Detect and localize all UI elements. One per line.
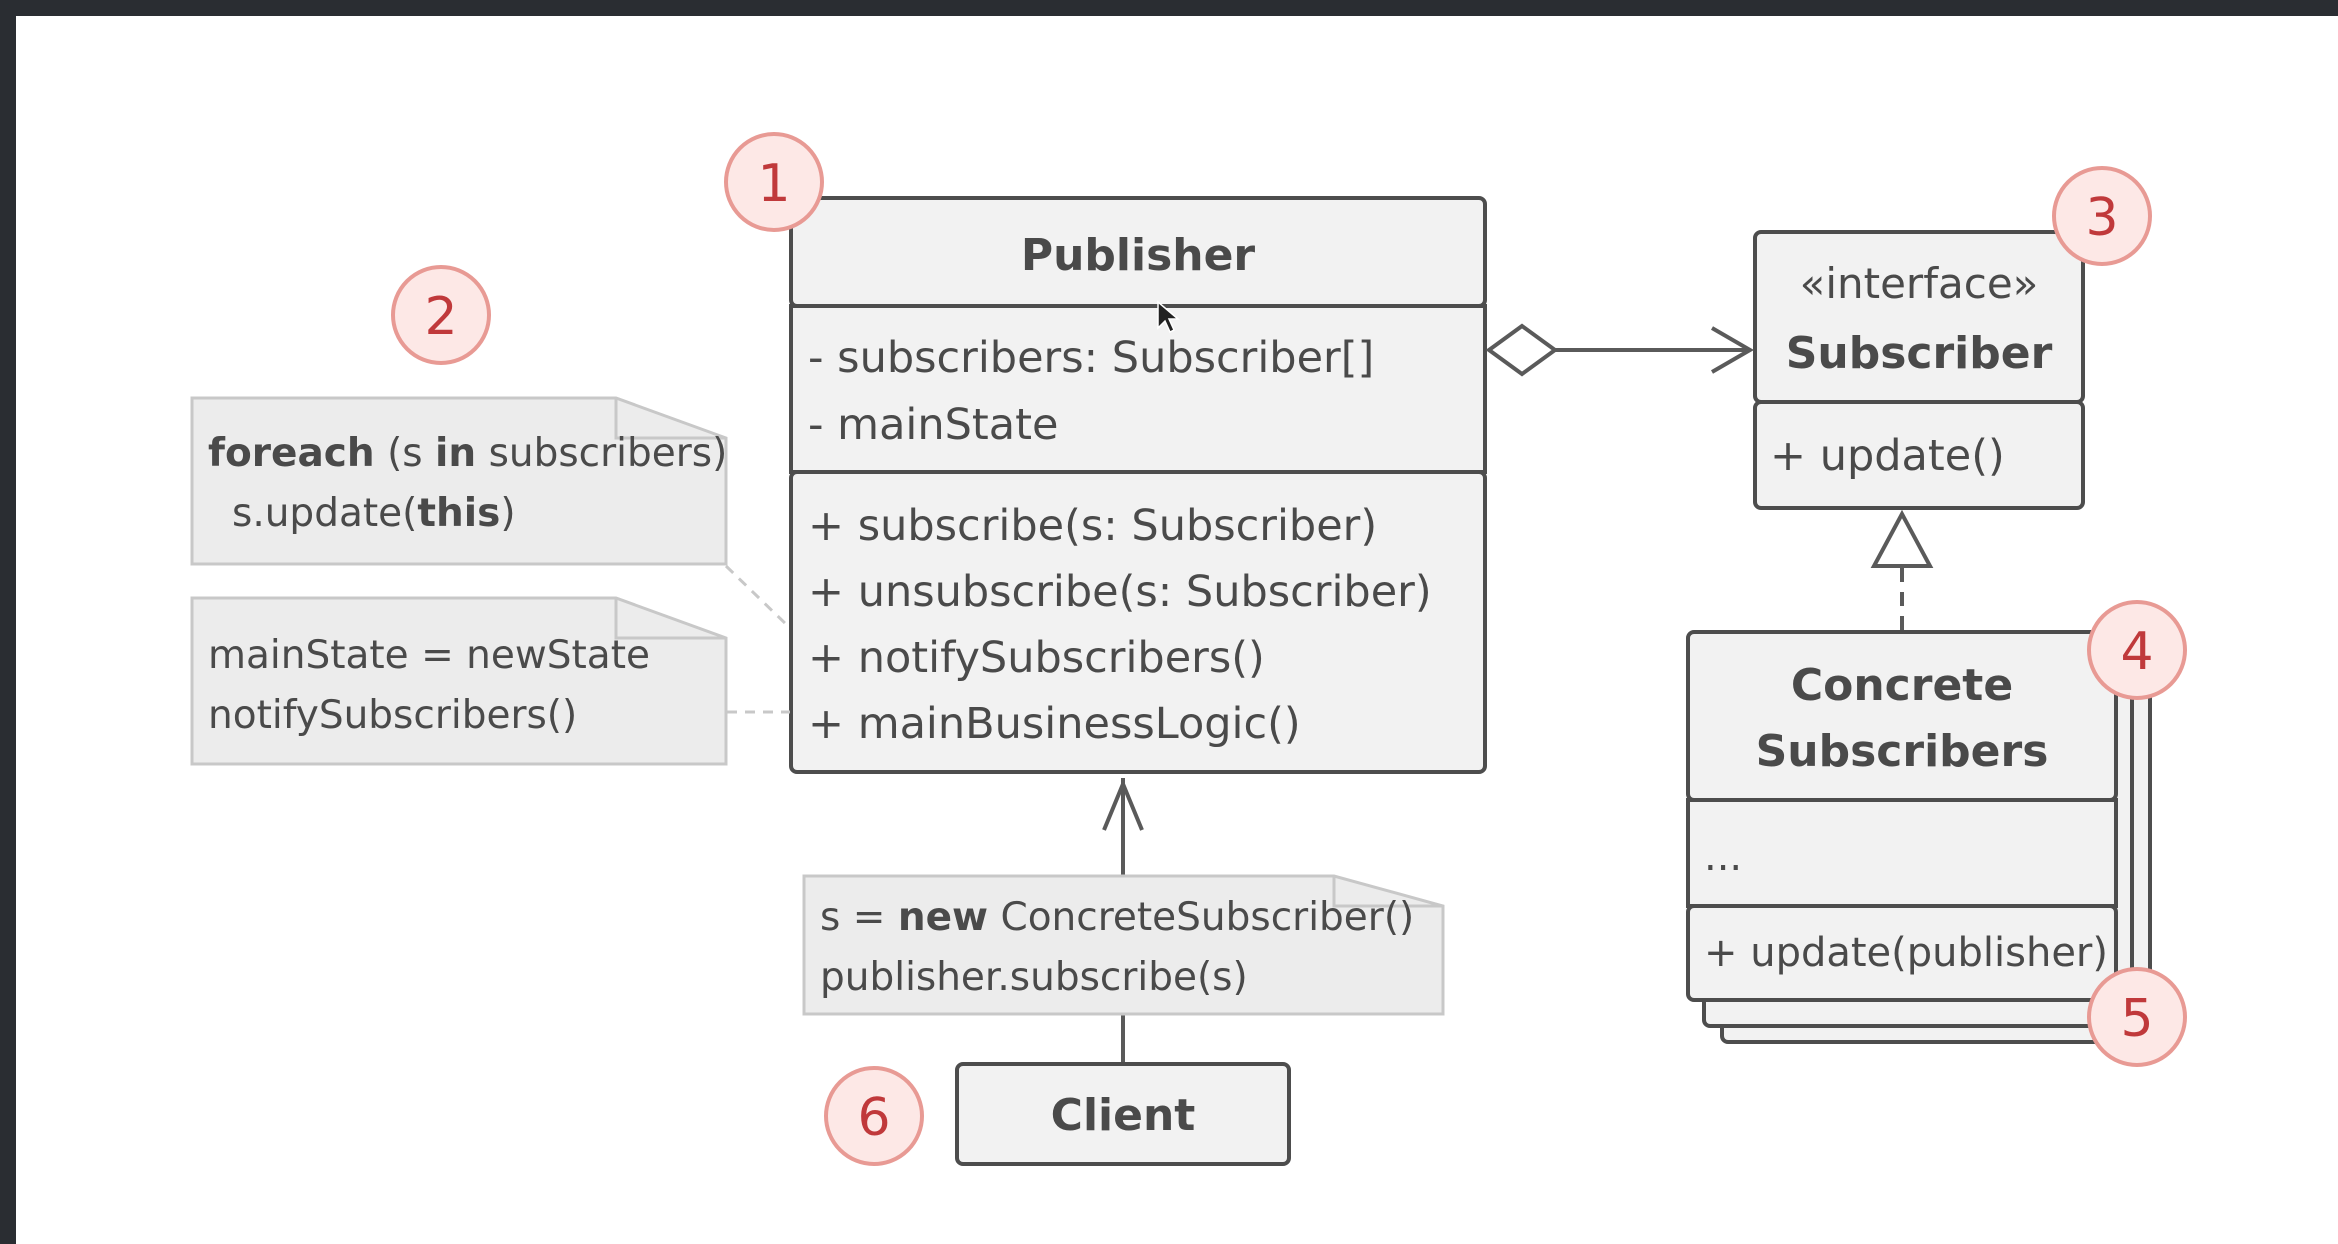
badge-6: 6 — [824, 1066, 924, 1166]
badge-1: 1 — [724, 132, 824, 232]
note-state: mainState = newState notifySubscribers() — [190, 596, 728, 766]
subscriber-method-update: + update() — [1770, 431, 2005, 481]
concrete-subscribers-class: Concrete Subscribers ... + update(publis… — [1686, 630, 2152, 1044]
badge-1-circle — [724, 132, 824, 232]
badge-4-label: 4 — [2120, 622, 2153, 682]
note-client-fold — [1332, 876, 1443, 908]
note-foreach: foreach (s in subscribers) s.update(this… — [190, 396, 728, 566]
note-state-line2: notifySubscribers() — [208, 693, 577, 738]
client-title: Client — [1051, 1090, 1196, 1141]
concrete-methods-section — [1686, 904, 2118, 1002]
badge-3-circle — [2052, 166, 2152, 266]
publisher-method-notify: + notifySubscribers() — [808, 633, 1265, 683]
concrete-field-ellipsis: ... — [1704, 834, 1742, 880]
subscriber-stereotype: «interface» — [1800, 259, 2039, 308]
badge-6-label: 6 — [857, 1088, 890, 1148]
badge-5-circle — [2087, 967, 2187, 1067]
note-foreach-fold — [614, 398, 726, 440]
badge-5: 5 — [2087, 967, 2187, 1067]
badge-4-circle — [2087, 600, 2187, 700]
note-state-line1: mainState = newState — [208, 633, 650, 678]
publisher-method-subscribe: + subscribe(s: Subscriber) — [808, 501, 1377, 551]
badge-1-label: 1 — [757, 154, 790, 214]
subscriber-methods-section — [1753, 400, 2085, 510]
badge-6-circle — [824, 1066, 924, 1166]
concrete-title-line2: Subscribers — [1756, 726, 2049, 777]
publisher-class: Publisher - subscribers: Subscriber[] - … — [789, 196, 1487, 774]
note-client-line1: s = new ConcreteSubscriber() — [820, 895, 1414, 940]
note-client: s = new ConcreteSubscriber() publisher.s… — [802, 874, 1445, 1016]
aggregation-link — [1485, 323, 1754, 377]
note-state-fold — [614, 598, 726, 640]
badge-2-circle — [391, 265, 491, 365]
publisher-field-subscribers: - subscribers: Subscriber[] — [808, 333, 1374, 383]
note-state-shape — [190, 596, 728, 766]
realization-link — [1870, 509, 1934, 630]
mouse-cursor-icon — [1157, 300, 1181, 334]
client-box — [955, 1062, 1291, 1166]
aggregation-arrowhead — [1710, 326, 1754, 374]
note-foreach-shape — [190, 396, 728, 566]
note-client-line2: publisher.subscribe(s) — [820, 955, 1248, 1000]
badge-2: 2 — [391, 265, 491, 365]
dependency-arrowhead — [1102, 778, 1144, 831]
subscriber-interface: «interface» Subscriber + update() — [1753, 230, 2085, 510]
subscriber-title: Subscriber — [1786, 328, 2053, 379]
publisher-field-mainstate: - mainState — [808, 400, 1058, 450]
note-client-shape — [802, 874, 1445, 1016]
note-foreach-connector — [724, 564, 792, 630]
badge-5-label: 5 — [2120, 989, 2153, 1049]
badge-2-label: 2 — [424, 287, 457, 347]
badge-3-label: 3 — [2085, 188, 2118, 248]
publisher-method-unsubscribe: + unsubscribe(s: Subscriber) — [808, 567, 1432, 617]
concrete-fields-section — [1686, 798, 2118, 908]
publisher-method-business-logic: + mainBusinessLogic() — [808, 699, 1301, 749]
realization-triangle — [1870, 509, 1934, 568]
concrete-method-update: + update(publisher) — [1704, 930, 2108, 976]
publisher-methods-section — [789, 470, 1487, 774]
note-foreach-line2: s.update(this) — [232, 491, 516, 536]
badge-3: 3 — [2052, 166, 2152, 266]
publisher-title: Publisher — [1021, 230, 1256, 281]
note-foreach-line1: foreach (s in subscribers) — [208, 431, 727, 476]
badge-4: 4 — [2087, 600, 2187, 700]
client-class: Client — [955, 1062, 1291, 1166]
concrete-title-line1: Concrete — [1791, 660, 2013, 711]
